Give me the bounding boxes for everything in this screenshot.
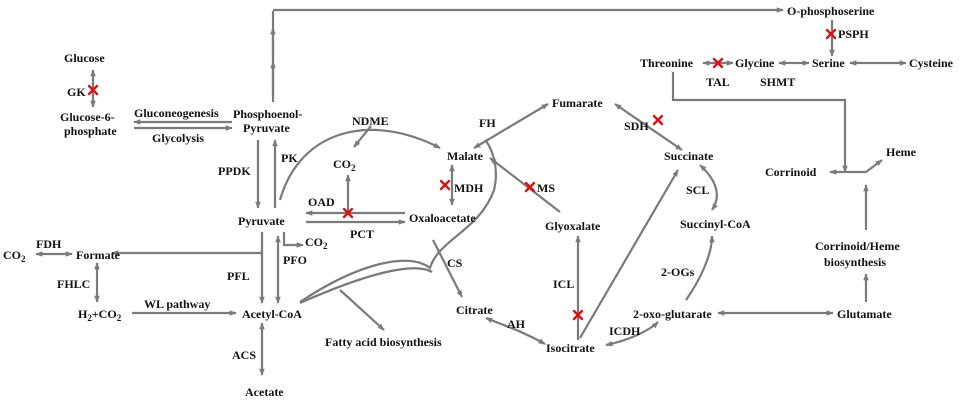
enzyme-mdh: MDH	[454, 181, 484, 195]
compound-threonine: Threonine	[640, 56, 694, 70]
compound-fatty-acid: Fatty acid biosynthesis	[325, 335, 442, 349]
compound-acetate: Acetate	[245, 385, 284, 399]
arrow-pyruvate-formate	[111, 232, 264, 256]
compound-pep-line1: Phosphoenol-	[233, 107, 302, 121]
compound-g6p-line2: phosphate	[64, 124, 117, 138]
enzyme-fhlc: FHLC	[57, 277, 90, 291]
compound-pep-line2: Pyruvate	[243, 121, 290, 135]
inhibition-marks	[87, 28, 837, 321]
compound-succinate: Succinate	[664, 149, 714, 163]
arrow-fh	[473, 103, 549, 149]
enzyme-wl-pathway: WL pathway	[144, 297, 210, 311]
enzyme-sdh: SDH	[624, 119, 649, 133]
x-mark-mdh	[439, 179, 451, 191]
arrow-sdh	[614, 103, 683, 151]
compound-glyoxalate: Glyoxalate	[545, 219, 601, 233]
compound-g6p-line1: Glucose-6-	[60, 110, 115, 124]
compound-corrinoid-heme-line1: Corrinoid/Heme	[815, 239, 900, 253]
compound-succinylcoa: Succinyl-CoA	[680, 217, 751, 231]
compound-h2-co2: H2+CO2	[78, 307, 122, 323]
compound-pyruvate: Pyruvate	[238, 214, 285, 228]
reaction-arrows	[35, 7, 907, 376]
enzyme-cs: CS	[447, 256, 463, 270]
compound-corrinoid-heme-line2: biosynthesis	[824, 255, 886, 269]
enzyme-2-ogs: 2-OGs	[661, 265, 695, 279]
compound-2-oxo-glutarate: 2-oxo-glutarate	[633, 307, 712, 321]
enzyme-oad: OAD	[308, 195, 335, 209]
compound-oxaloacetate: Oxaloacetate	[409, 211, 476, 225]
compound-fumarate: Fumarate	[552, 96, 603, 110]
enzyme-tal: TAL	[706, 75, 730, 89]
line-cs-lower	[299, 267, 433, 305]
enzyme-ms: MS	[537, 181, 555, 195]
arrow-ms	[489, 157, 561, 213]
arrow-fatty-acid	[339, 289, 385, 331]
line-cs-loop	[299, 139, 497, 303]
arrow-ndme-co2	[353, 125, 372, 148]
enzyme-gluconeogenesis: Gluconeogenesis	[134, 106, 219, 120]
arrow-ndme	[278, 128, 441, 201]
enzyme-fh: FH	[479, 116, 496, 130]
x-mark-icl	[572, 309, 584, 321]
x-mark-ms	[524, 181, 536, 193]
compound-acetylcoa: Acetyl-CoA	[242, 307, 302, 321]
enzyme-icdh: ICDH	[609, 324, 641, 338]
arrow-cs-citrate	[432, 239, 463, 298]
compound-o-phosphoserine: O-phosphoserine	[787, 4, 875, 18]
x-mark-psph	[825, 28, 837, 40]
enzyme-labels: GK Gluconeogenesis Glycolysis PPDK PK ND…	[36, 27, 869, 362]
compound-corrinoid: Corrinoid	[765, 165, 817, 179]
compound-citrate: Citrate	[456, 303, 493, 317]
compound-cysteine: Cysteine	[909, 56, 954, 70]
enzyme-acs: ACS	[232, 348, 256, 362]
enzyme-scl: SCL	[686, 183, 709, 197]
arrow-scl	[699, 164, 718, 211]
compound-co2-oad: CO2	[333, 157, 356, 173]
enzyme-pct: PCT	[350, 227, 374, 241]
x-mark-sdh	[652, 114, 664, 126]
compound-co2-left: CO2	[3, 248, 26, 264]
enzyme-glycolysis: Glycolysis	[152, 131, 204, 145]
enzyme-shmt: SHMT	[760, 75, 795, 89]
arrow-icl-succinate	[579, 169, 679, 339]
compound-labels: Glucose Glucose-6- phosphate Phosphoenol…	[3, 4, 954, 399]
enzyme-pk: PK	[281, 151, 298, 165]
enzyme-fdh: FDH	[36, 237, 62, 251]
enzyme-psph: PSPH	[838, 27, 869, 41]
enzyme-pfl: PFL	[227, 269, 250, 283]
arrow-to-heme	[865, 159, 883, 173]
enzyme-ndme: NDME	[352, 114, 389, 128]
enzyme-pfo: PFO	[283, 253, 307, 267]
compound-serine: Serine	[812, 56, 845, 70]
compound-glucose: Glucose	[64, 51, 105, 65]
compound-heme: Heme	[886, 145, 917, 159]
x-mark-oad	[342, 207, 354, 219]
x-mark-gk	[87, 84, 99, 96]
line-threonine-corrinoid	[671, 72, 848, 173]
enzyme-gk: GK	[67, 85, 86, 99]
compound-co2-pfo: CO2	[305, 235, 328, 251]
compound-malate: Malate	[447, 149, 484, 163]
arrow-pyruvate-co2	[282, 232, 304, 248]
compound-formate: Formate	[76, 248, 121, 262]
x-mark-tal	[712, 57, 724, 69]
compound-glycine: Glycine	[735, 56, 775, 70]
enzyme-icl: ICL	[553, 277, 574, 291]
arrow-icdh	[605, 321, 659, 347]
arrow-2ogs	[685, 235, 715, 301]
compound-isocitrate: Isocitrate	[546, 341, 595, 355]
compound-glutamate: Glutamate	[837, 307, 892, 321]
enzyme-ah: AH	[507, 317, 526, 331]
enzyme-ppdk: PPDK	[218, 164, 251, 178]
arrow-ah	[485, 316, 546, 345]
